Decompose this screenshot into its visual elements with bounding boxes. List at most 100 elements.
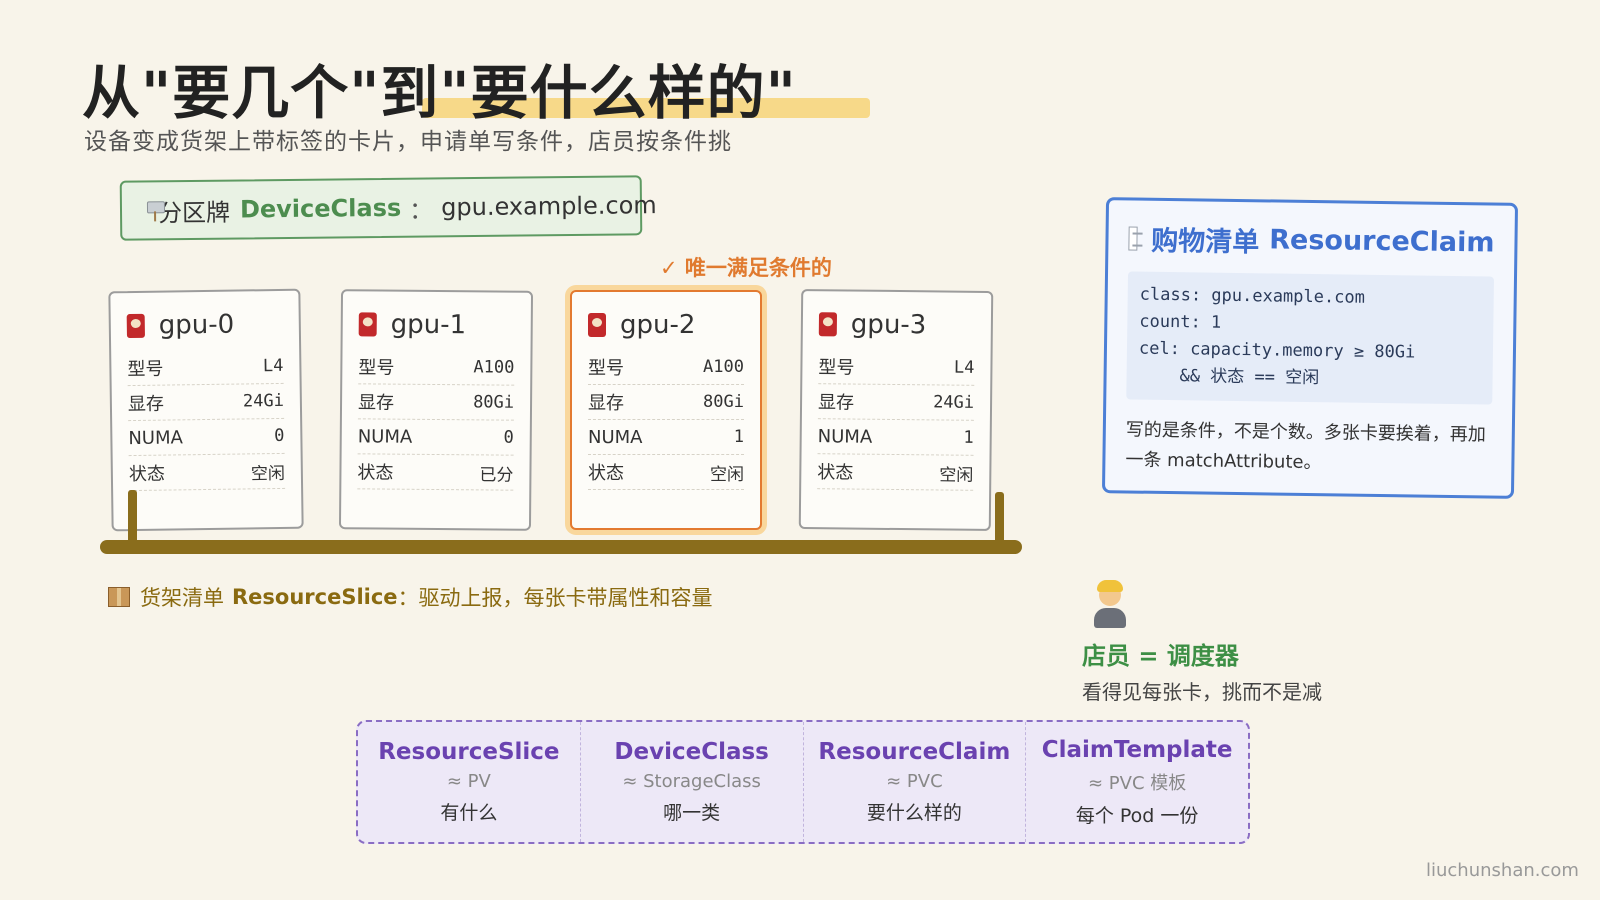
row-key: NUMA: [817, 425, 873, 448]
shelf-post-left: [128, 490, 137, 554]
row-value: 空闲: [250, 463, 286, 484]
card-row-numa: NUMA 1: [817, 419, 974, 456]
row-value: A100: [473, 357, 515, 378]
mapping-column: ResourceSlice ≈ PV 有什么: [358, 722, 581, 842]
row-value: 1: [733, 427, 744, 447]
card-row-status: 状态 空闲: [128, 453, 286, 492]
mapping-description: 每个 Pod 一份: [1075, 804, 1199, 827]
card-row-status: 状态 空闲: [817, 454, 974, 491]
card-name: gpu-0: [158, 309, 235, 341]
row-key: NUMA: [357, 425, 413, 448]
card-row-model: 型号 L4: [127, 348, 284, 387]
row-value: 空闲: [939, 464, 974, 486]
row-value: 80Gi: [703, 392, 744, 412]
claim-title-name: ResourceClaim: [1269, 224, 1495, 259]
device-card-gpu-2: gpu-2 型号 A100 显存 80Gi NUMA 1 状态 空闲: [570, 290, 762, 530]
row-value: A100: [703, 357, 744, 377]
device-card-gpu-0: gpu-0 型号 L4 显存 24Gi NUMA 0 状态 空闲: [108, 288, 304, 532]
mapping-equivalent: ≈ StorageClass: [622, 771, 761, 792]
row-key: NUMA: [588, 426, 643, 448]
device-card-gpu-3: gpu-3 型号 L4 显存 24Gi NUMA 1 状态 空闲: [798, 289, 994, 531]
row-key: 型号: [127, 358, 164, 381]
matched-badge: ✓ 唯一满足条件的: [660, 256, 832, 280]
card-name: gpu-3: [850, 309, 927, 341]
page-subtitle: 设备变成货架上带标签的卡片，申请单写条件，店员按条件挑: [84, 129, 732, 155]
row-key: 状态: [357, 462, 394, 484]
row-key: 状态: [128, 463, 166, 486]
mapping-column: ClaimTemplate ≈ PVC 模板 每个 Pod 一份: [1026, 722, 1248, 842]
footer-site: liuchunshan.com: [1426, 860, 1579, 881]
mapping-description: 有什么: [440, 802, 498, 824]
card-row-model: 型号 L4: [818, 349, 975, 386]
row-value: 24Gi: [933, 392, 975, 413]
device-class-label: 分区牌: [157, 198, 231, 227]
row-key: 显存: [357, 392, 395, 414]
card-row-numa: NUMA 0: [128, 418, 285, 457]
row-key: 状态: [588, 463, 624, 484]
resource-slice-caption: 货架清单 ResourceSlice ：驱动上报，每张卡带属性和容量: [108, 582, 713, 612]
mapping-column: DeviceClass ≈ StorageClass 哪一类: [581, 722, 804, 842]
card-name: gpu-2: [620, 310, 696, 340]
row-key: 型号: [358, 357, 395, 379]
row-key: 型号: [818, 357, 855, 379]
row-value: 24Gi: [242, 390, 285, 412]
mapping-name: DeviceClass: [614, 739, 769, 765]
card-row-memory: 显存 24Gi: [127, 383, 285, 422]
mapping-name: ClaimTemplate: [1041, 736, 1233, 763]
row-value: 0: [503, 427, 514, 448]
row-key: 显存: [817, 392, 855, 414]
row-value: 0: [273, 425, 285, 447]
title-highlight: [422, 98, 870, 118]
mapping-equivalent: ≈ PVC: [886, 771, 943, 792]
slice-description: ：驱动上报，每张卡带属性和容量: [397, 586, 713, 610]
row-key: NUMA: [128, 426, 184, 449]
slice-name: ResourceSlice: [232, 585, 398, 609]
mapping-equivalent: ≈ PV: [446, 771, 491, 792]
mapping-description: 哪一类: [663, 802, 721, 824]
gpu-chip-icon: [126, 313, 145, 339]
row-key: 显存: [588, 393, 624, 414]
clerk-subtitle: 看得见每张卡，挑而不是减: [1082, 680, 1322, 704]
row-value: L4: [262, 355, 284, 377]
mapping-equivalent: ≈ PVC 模板: [1087, 772, 1187, 794]
claim-code-block: class: gpu.example.com count: 1 cel: cap…: [1126, 271, 1495, 405]
slice-label: 货架清单: [140, 586, 224, 610]
card-row-numa: NUMA 0: [357, 419, 514, 456]
row-value: 空闲: [710, 464, 744, 485]
concept-mapping-box: ResourceSlice ≈ PV 有什么 DeviceClass ≈ Sto…: [356, 720, 1250, 844]
row-key: 型号: [588, 358, 624, 379]
card-row-status: 状态 空闲: [588, 455, 744, 490]
row-key: 状态: [817, 462, 854, 484]
person-icon: [1090, 578, 1130, 628]
row-value: 已分: [479, 464, 514, 486]
shelf-plank: [100, 540, 1022, 554]
card-row-model: 型号 A100: [588, 350, 744, 385]
gpu-chip-icon: [358, 312, 377, 337]
page-title: 从"要几个"到"要什么样的": [82, 59, 797, 127]
card-row-memory: 显存 24Gi: [817, 384, 975, 421]
package-icon: [108, 587, 130, 607]
claim-title: 购物清单 ResourceClaim: [1128, 218, 1495, 262]
device-class-banner: 分区牌 DeviceClass ： gpu.example.com: [119, 175, 657, 241]
row-value: 1: [963, 427, 974, 448]
device-class-separator: ：: [409, 195, 434, 225]
row-key: 显存: [127, 393, 165, 416]
code-line: && 状态 == 空闲: [1138, 365, 1320, 389]
gpu-chip-icon: [818, 312, 838, 337]
claim-title-label: 购物清单: [1150, 225, 1260, 259]
device-class-value: gpu.example.com: [441, 191, 657, 222]
receipt-icon: [1128, 225, 1138, 251]
resource-claim-card: 购物清单 ResourceClaim class: gpu.example.co…: [1101, 197, 1519, 499]
row-value: L4: [953, 357, 975, 378]
card-row-model: 型号 A100: [358, 349, 515, 386]
mapping-name: ResourceClaim: [818, 739, 1011, 765]
device-class-name: DeviceClass: [239, 193, 402, 224]
claim-note: 写的是条件，不是个数。多张卡要挨着，再加一条 matchAttribute。: [1125, 419, 1486, 474]
shelf-post-right: [995, 492, 1004, 554]
mapping-name: ResourceSlice: [378, 739, 560, 765]
card-row-memory: 显存 80Gi: [588, 385, 744, 420]
title-block: 从"要几个"到"要什么样的": [82, 46, 870, 130]
clerk-title: 店员 = 调度器: [1082, 642, 1239, 670]
